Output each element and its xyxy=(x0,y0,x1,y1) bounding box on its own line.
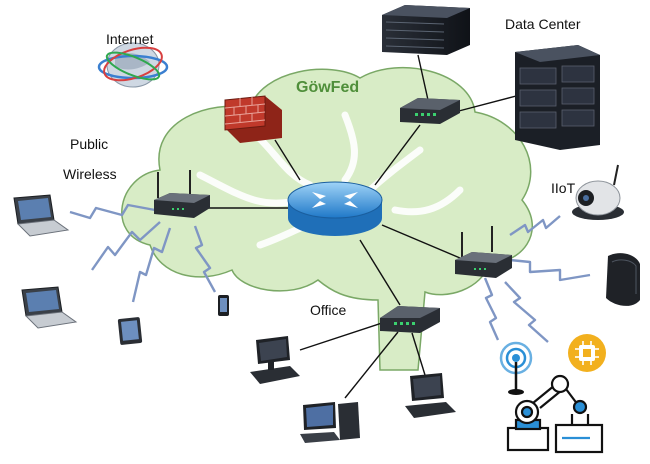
datacenter-switch-icon xyxy=(400,98,460,124)
tablet-icon xyxy=(117,317,143,345)
iot-sensor-device-icon xyxy=(606,253,640,306)
rack-server-icon xyxy=(382,5,470,55)
iiot-label: IIoT xyxy=(551,180,576,196)
office-label: Office xyxy=(310,302,347,318)
public-access-point-icon xyxy=(154,170,210,218)
phone-icon xyxy=(218,295,229,316)
firewall-icon xyxy=(224,95,282,143)
diagram-title: GöwFed xyxy=(296,79,360,96)
office-switch-icon xyxy=(380,306,440,333)
wireless-links xyxy=(69,203,591,343)
desktop-icon-2 xyxy=(300,402,360,443)
datacenter-tower-icon xyxy=(515,45,600,150)
internet-label: Internet xyxy=(106,31,154,47)
laptop-icon-1 xyxy=(13,194,70,237)
iiot-access-point-icon xyxy=(455,226,512,278)
router-icon xyxy=(287,181,383,236)
laptop-icon-2 xyxy=(21,286,78,329)
camera-icon xyxy=(572,164,624,220)
desktop-icon-3 xyxy=(405,373,456,418)
desktop-icon-1 xyxy=(250,336,300,384)
wireless-label: Wireless xyxy=(63,166,117,182)
data-center-label: Data Center xyxy=(505,16,581,32)
internet-globe-icon xyxy=(97,42,169,88)
chip-icon xyxy=(568,334,606,372)
public-label: Public xyxy=(70,136,109,152)
connections xyxy=(205,54,521,399)
wireless-antenna-icon xyxy=(499,341,533,395)
robot-arm-icon xyxy=(506,374,604,454)
